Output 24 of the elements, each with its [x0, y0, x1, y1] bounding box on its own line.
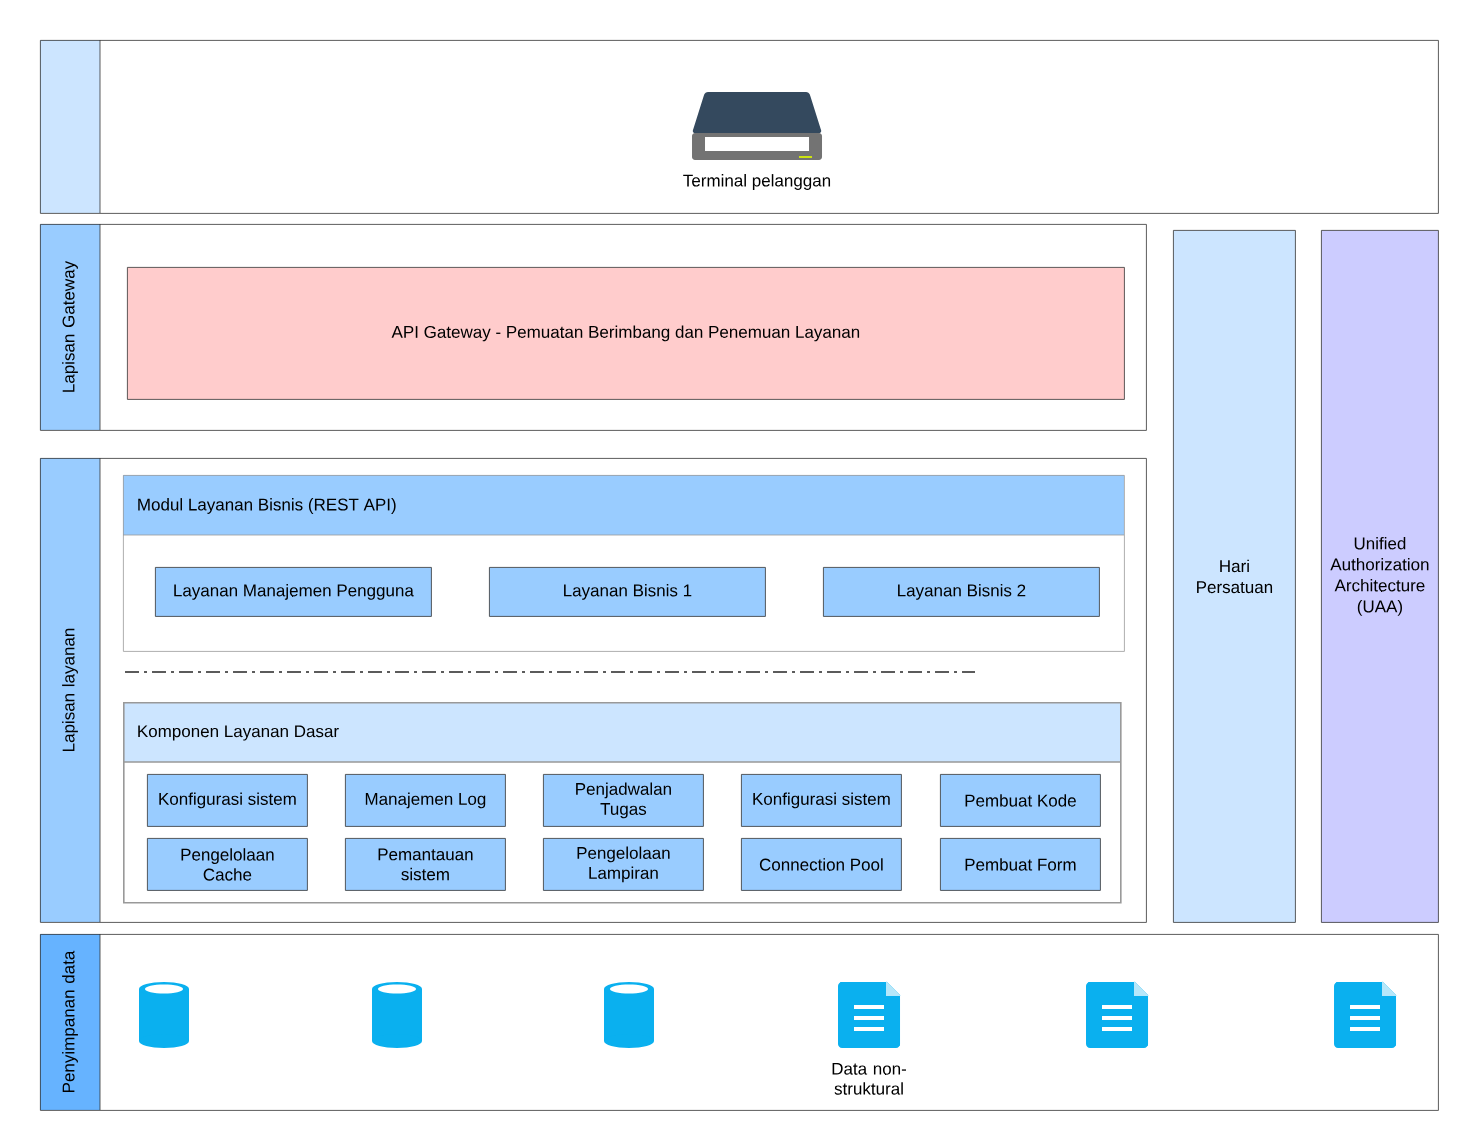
service-box: Layanan Bisnis 1 [489, 567, 766, 617]
document-icon [1086, 981, 1149, 1048]
service-box: API Gateway - Pemuatan Berimbang dan Penemuan Layanan [127, 267, 1125, 400]
service-box: Penjadwalan Tugas [543, 774, 704, 827]
service-column: Hari Persatuan [1173, 230, 1296, 923]
service-box: Pembuat Form [940, 838, 1101, 891]
service-box: Pengelolaan Cache [147, 838, 308, 891]
service-box: Pemantauan sistem [345, 838, 506, 891]
service-box: Konfigurasi sistem [741, 774, 902, 827]
service-box: Layanan Manajemen Pengguna [155, 567, 432, 617]
service-column: Unified Authorization Architecture (UAA) [1321, 230, 1439, 923]
service-box: Pengelolaan Lampiran [543, 838, 704, 891]
service-box: Pembuat Kode [940, 774, 1101, 827]
document-icon [1334, 981, 1397, 1048]
storage-label: Data non-struktural [832, 1062, 907, 1095]
service-box: Manajemen Log [345, 774, 506, 827]
layer-band [40, 39, 1439, 214]
database-icon [604, 982, 654, 1048]
database-icon [139, 982, 189, 1048]
terminal-label: Terminal pelanggan [683, 174, 831, 190]
database-icon [372, 982, 422, 1048]
service-box: Layanan Bisnis 2 [823, 567, 1100, 617]
service-box: Connection Pool [741, 838, 902, 891]
service-box: Konfigurasi sistem [147, 774, 308, 827]
